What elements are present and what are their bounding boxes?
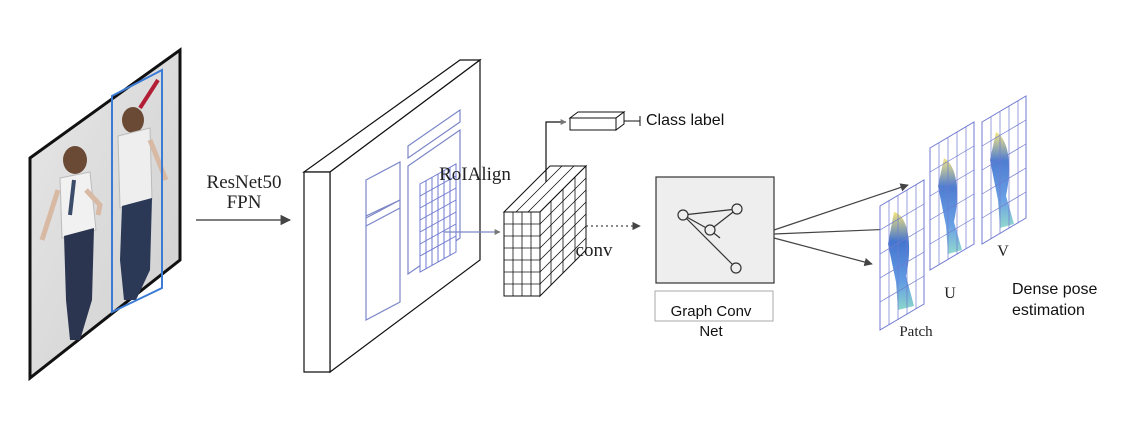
v-label: V [997,243,1009,260]
feature-map-block [302,58,482,374]
output-sheet-v [981,95,1027,245]
person-bounding-box [111,68,163,314]
roialign-label: RoIAlign [439,164,511,185]
backbone-label-line2: FPN [227,192,262,213]
roi-grid [419,163,457,273]
conv-label: conv [576,240,613,261]
output-sheet-patch [879,179,925,331]
output-label-line2: estimation [1012,302,1085,319]
roi-region-large [365,161,401,321]
gcn-label-line1: Graph Conv [671,303,752,320]
roi-region-right [407,128,461,276]
person-left-figure [39,146,103,340]
output-label-line1: Dense pose [1012,281,1097,298]
roi-feature-cube [502,164,588,298]
gcn-nodes [677,203,743,274]
patch-label: Patch [899,324,933,340]
output-sheet-u [929,121,975,271]
u-label: U [944,285,956,302]
class-label-text: Class label [646,112,724,129]
arrow-gcn-to-patch [773,237,873,267]
arrow-gcn-to-u [773,183,909,231]
gcn-caption-box [654,290,774,322]
feature-map-side [303,171,331,373]
graph-conv-net-box: Graph Conv Net [654,176,775,340]
gcn-label-line2: Net [699,323,723,340]
arrow-to-class-label [545,119,567,182]
input-image [28,47,182,382]
person-right-figure [117,78,169,300]
class-label-box [568,111,626,131]
roi-region-top [407,108,461,160]
backbone-label-line1: ResNet50 [207,172,282,193]
